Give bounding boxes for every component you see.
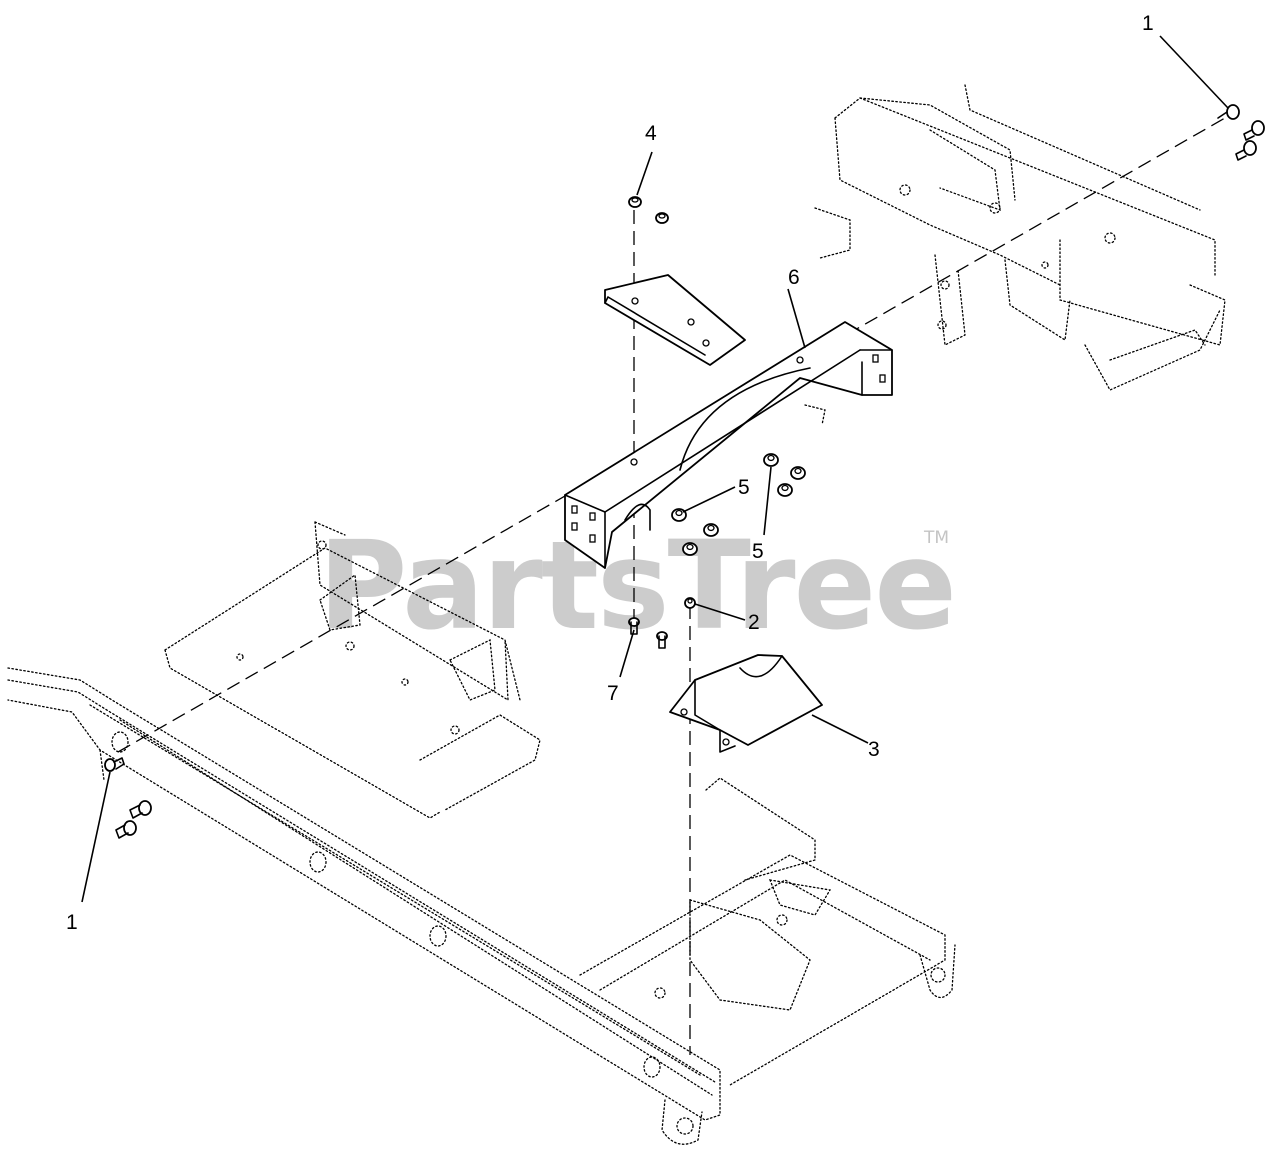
rear-frame-plate [579, 777, 956, 1086]
callout-7: 7 [607, 682, 619, 705]
heat-shield [669, 654, 823, 753]
bolt-icon [1217, 104, 1240, 120]
bolt-icon [1235, 140, 1257, 161]
flange-nut-icon [684, 597, 696, 609]
bolt-icon [115, 820, 137, 839]
callout-4: 4 [645, 122, 657, 145]
cover-plate [604, 274, 746, 366]
flange-nut-icon [703, 523, 719, 537]
callouts: 1 4 6 5 5 2 7 3 1 [66, 12, 1154, 934]
bolt-icon [129, 800, 152, 819]
flange-nut-icon [790, 466, 806, 480]
bolt-icon [628, 617, 640, 635]
leader-lines [81, 35, 1229, 903]
flange-nut-icon [628, 196, 642, 208]
flange-nut-icon [777, 483, 793, 497]
watermark: PartsTree [318, 515, 955, 657]
bolt-icon [104, 757, 125, 772]
watermark-trademark: TM [923, 528, 949, 548]
flange-nut-icon [671, 508, 687, 522]
flange-nut-icon [655, 212, 669, 224]
main-frame-rail [7, 667, 721, 1145]
footrest-plate [164, 521, 541, 819]
bolt-icon [656, 631, 668, 649]
callout-1-top: 1 [1142, 12, 1154, 35]
callout-5a: 5 [738, 476, 750, 499]
callout-3: 3 [868, 738, 880, 761]
flange-nut-icon [682, 542, 698, 556]
mounting-bracket [564, 321, 893, 569]
flange-nut-icon [763, 453, 779, 467]
callout-1-bottom: 1 [66, 911, 78, 934]
callout-6: 6 [788, 266, 800, 289]
callout-2: 2 [748, 611, 760, 634]
bolt-icon [1243, 120, 1265, 141]
callout-5b: 5 [752, 540, 764, 563]
hardware [104, 104, 1265, 839]
